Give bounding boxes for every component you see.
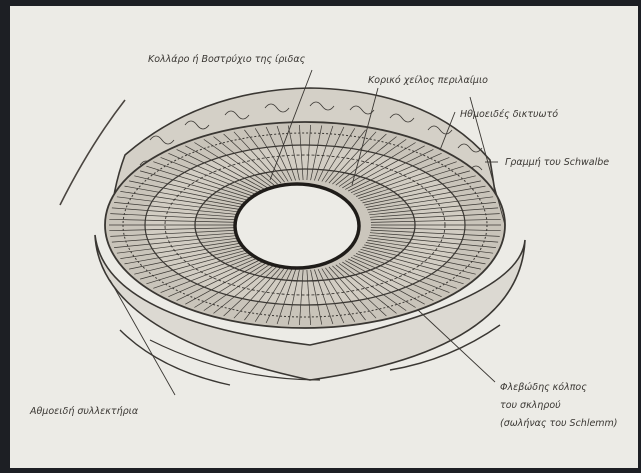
label-schwalbe-line: Γραμμή του Schwalbe [505, 157, 609, 168]
label-collarette: Κολλάρο ή Βοστρύχιο της ίριδας [148, 54, 306, 65]
label-aqueous-veins: Αθμοειδή συλλεκτήρια [29, 406, 139, 417]
label-schlemm-line2: του σκληρού [500, 400, 561, 411]
pupil [235, 184, 359, 268]
label-ciliary-body: Ηθμοειδές δικτυωτό [460, 109, 558, 120]
label-schlemm-line1: Φλεβώδης κόλπος [500, 382, 587, 393]
label-schlemm-line3: (σωλήνας του Schlemm) [500, 418, 618, 429]
label-pupil-margin: Κορικό χείλος περιλαίμιο [368, 75, 488, 86]
